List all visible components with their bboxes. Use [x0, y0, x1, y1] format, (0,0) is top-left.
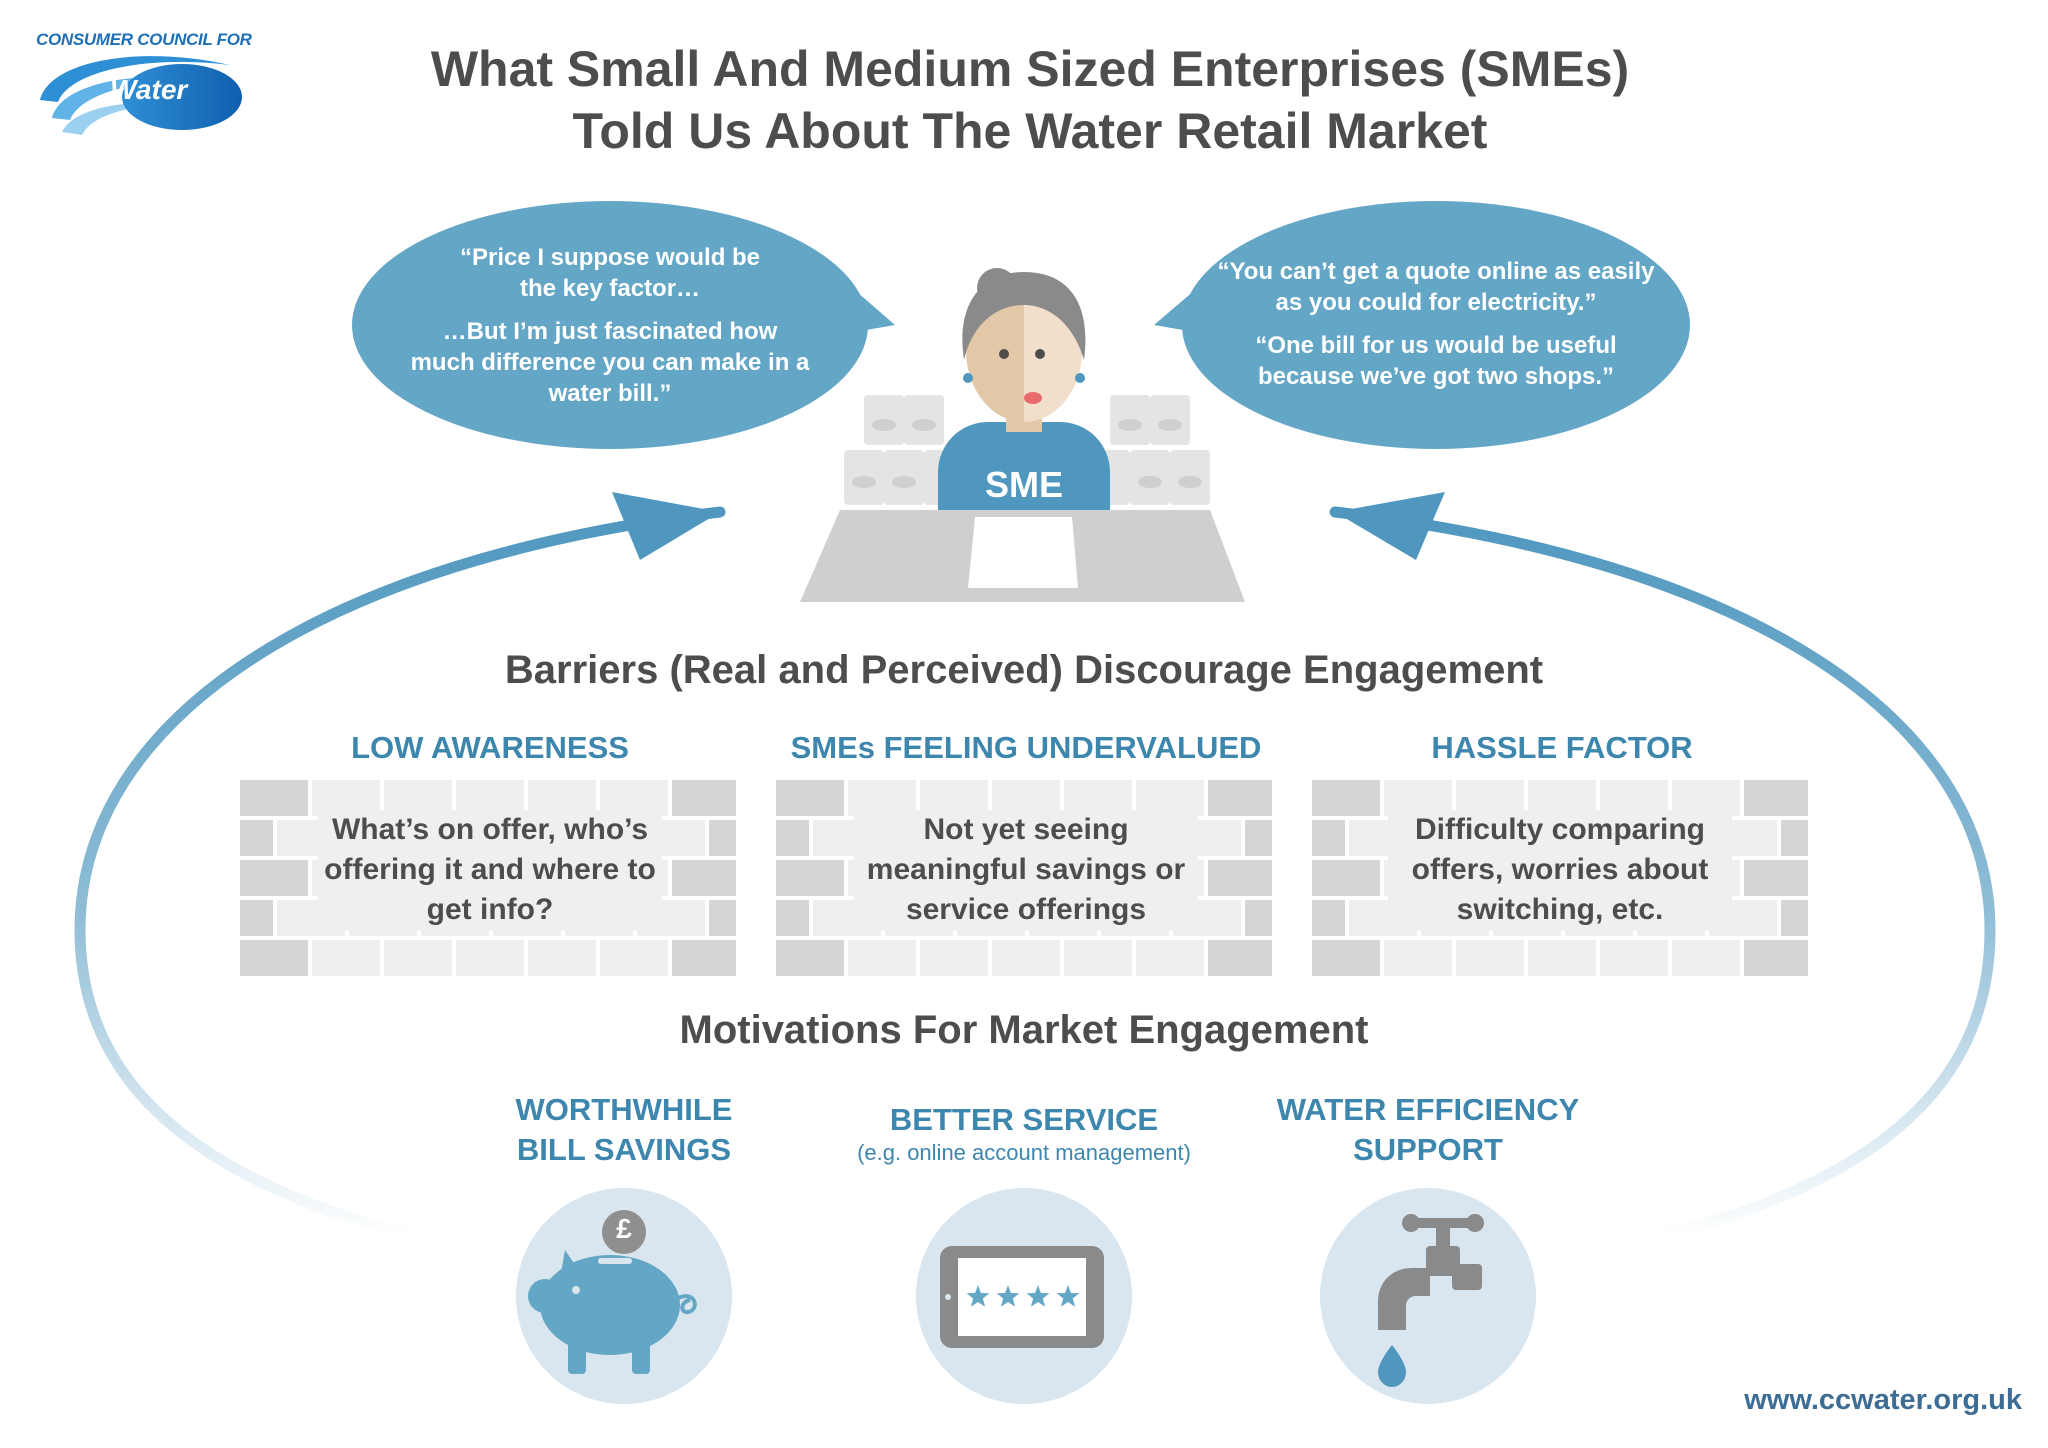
brick [1245, 900, 1272, 936]
barrier-text-undervalued: Not yet seeing meaningful savings or ser… [854, 810, 1198, 930]
brick [709, 820, 736, 856]
brick [1744, 860, 1808, 896]
brick [1312, 860, 1380, 896]
brick [1208, 940, 1272, 976]
brick [312, 940, 380, 976]
sme-label: SME [984, 464, 1063, 505]
brick [848, 940, 916, 976]
pound-coin-symbol: £ [616, 1213, 632, 1244]
star-icon [1056, 1285, 1080, 1307]
brick [1312, 940, 1380, 976]
star-icon [1026, 1285, 1050, 1307]
right-arrowhead [1335, 492, 1445, 560]
motivation-title-water-efficiency: WATER EFFICIENCY SUPPORT [1276, 1092, 1580, 1167]
cycle-arrows [74, 492, 1996, 1244]
brick [1208, 860, 1272, 896]
speech-bubble-left [352, 201, 895, 449]
brick [528, 940, 596, 976]
right-quote-1: “You can’t get a quote online as easily … [1217, 258, 1655, 316]
brick [1312, 900, 1345, 936]
left-arc [74, 506, 726, 1244]
logo-organisation-line: CONSUMER COUNCIL FOR [36, 30, 252, 49]
brick [240, 780, 308, 816]
website-link[interactable]: www.ccwater.org.uk [1744, 1384, 2022, 1416]
sme-person-illustration [938, 268, 1110, 522]
brick [672, 780, 736, 816]
speech-bubble-right-text: “You can’t get a quote online as easily … [1216, 256, 1656, 392]
brick [1136, 940, 1204, 976]
brick [1208, 780, 1272, 816]
motivation-title-bill-savings: WORTHWHILE BILL SAVINGS [515, 1092, 733, 1167]
barrier-text-low-awareness: What’s on offer, who’s offering it and w… [318, 810, 662, 930]
brick [240, 900, 273, 936]
brick [709, 900, 736, 936]
brick [240, 860, 308, 896]
brick [1312, 780, 1380, 816]
brick [1245, 820, 1272, 856]
barrier-text-hassle-factor: Difficulty comparing offers, worries abo… [1388, 810, 1732, 930]
brick [672, 860, 736, 896]
brick [600, 940, 668, 976]
left-arrowhead [612, 492, 720, 560]
left-quote-2: …But I’m just fascinated how much differ… [410, 318, 810, 407]
barriers-heading: Barriers (Real and Perceived) Discourage… [504, 648, 1544, 692]
brick [1600, 940, 1668, 976]
brick [776, 940, 844, 976]
right-quote-2: “One bill for us would be useful because… [1255, 332, 1617, 390]
barrier-title-low-awareness: LOW AWARENESS [351, 730, 629, 765]
brick [1781, 900, 1808, 936]
piggy-bank-icon [528, 1210, 697, 1374]
brick [1456, 940, 1524, 976]
brick [1672, 940, 1740, 976]
page-title: What Small And Medium Sized Enterprises … [330, 38, 1730, 162]
brick [1528, 940, 1596, 976]
brick [776, 860, 844, 896]
speech-bubble-right [1154, 201, 1690, 449]
right-arc [1329, 506, 1996, 1244]
brick [776, 780, 844, 816]
brick [240, 940, 308, 976]
motivations-heading: Motivations For Market Engagement [679, 1008, 1369, 1052]
speech-bubble-left-text: “Price I suppose would be the key factor… [410, 242, 810, 409]
brick [776, 900, 809, 936]
brick [776, 820, 809, 856]
title-line-2: Told Us About The Water Retail Market [572, 103, 1488, 159]
brick [1064, 940, 1132, 976]
brick [384, 940, 452, 976]
star-icon [966, 1285, 990, 1307]
shelf-containers-right [1100, 395, 1210, 505]
left-quote-1: “Price I suppose would be the key factor… [459, 244, 761, 302]
tablet-rating-icon [940, 1246, 1104, 1348]
logo-word: Water [110, 74, 188, 105]
brick [1384, 940, 1452, 976]
brick [672, 940, 736, 976]
brick [1312, 820, 1345, 856]
barrier-title-hassle-factor: HASSLE FACTOR [1431, 730, 1693, 765]
title-line-1: What Small And Medium Sized Enterprises … [430, 41, 1630, 97]
brick [1744, 780, 1808, 816]
brick [240, 820, 273, 856]
brick [456, 940, 524, 976]
logo [40, 56, 242, 135]
water-tap-icon [1378, 1214, 1484, 1387]
barrier-title-undervalued: SMEs FEELING UNDERVALUED [790, 730, 1262, 765]
brick [1744, 940, 1808, 976]
motivation-title-better-service: BETTER SERVICE [889, 1102, 1159, 1137]
shop-counter [800, 510, 1245, 602]
star-icon [996, 1285, 1020, 1307]
brick [1781, 820, 1808, 856]
brick [992, 940, 1060, 976]
paper-sheet [968, 517, 1078, 588]
brick [920, 940, 988, 976]
motivation-subtitle-better-service: (e.g. online account management) [857, 1140, 1191, 1165]
